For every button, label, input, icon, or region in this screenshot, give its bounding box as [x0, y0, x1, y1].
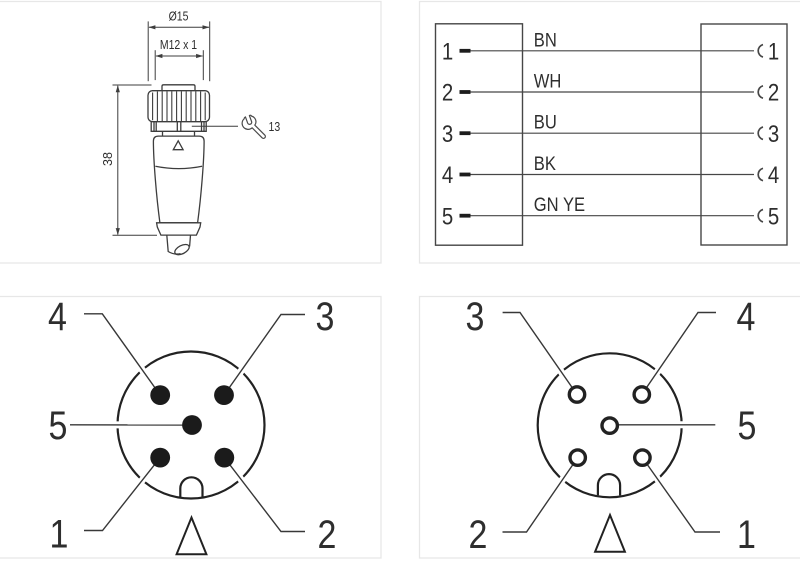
svg-text:4: 4	[48, 293, 67, 338]
svg-text:4: 4	[768, 162, 779, 189]
svg-text:1: 1	[50, 511, 69, 556]
svg-text:1: 1	[768, 38, 779, 65]
svg-text:3: 3	[442, 120, 453, 147]
svg-text:M12 x 1: M12 x 1	[160, 39, 197, 52]
svg-text:4: 4	[442, 162, 453, 189]
svg-text:GN YE: GN YE	[534, 194, 585, 216]
svg-text:WH: WH	[534, 70, 562, 92]
svg-text:2: 2	[768, 79, 779, 106]
svg-text:BK: BK	[534, 153, 556, 175]
svg-text:5: 5	[49, 402, 68, 447]
svg-text:1: 1	[442, 38, 453, 65]
svg-text:BU: BU	[534, 111, 557, 133]
svg-text:38: 38	[101, 152, 115, 166]
svg-text:Ø15: Ø15	[169, 11, 189, 24]
svg-text:3: 3	[768, 120, 779, 147]
svg-text:5: 5	[442, 203, 453, 230]
svg-text:3: 3	[316, 293, 335, 338]
svg-text:4: 4	[737, 293, 756, 338]
svg-text:2: 2	[469, 511, 488, 556]
svg-text:2: 2	[442, 79, 453, 106]
svg-text:BN: BN	[534, 29, 557, 51]
svg-text:5: 5	[738, 402, 757, 447]
svg-text:3: 3	[466, 293, 485, 338]
svg-text:1: 1	[737, 511, 756, 556]
svg-text:2: 2	[318, 511, 337, 556]
svg-text:13: 13	[269, 121, 281, 134]
svg-text:5: 5	[768, 203, 779, 230]
